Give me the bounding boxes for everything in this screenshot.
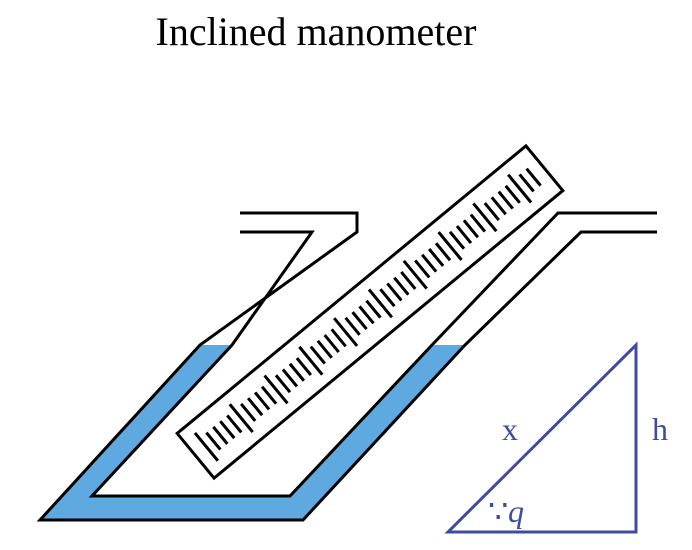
angle-label: q bbox=[508, 493, 524, 529]
scale-minor-tick bbox=[469, 213, 487, 233]
angle-triangle bbox=[444, 341, 638, 534]
scale-minor-tick bbox=[219, 420, 236, 440]
scale-minor-tick bbox=[309, 345, 326, 365]
scale-minor-tick bbox=[490, 196, 507, 216]
scale-minor-tick bbox=[226, 414, 243, 434]
scale-minor-tick bbox=[379, 288, 396, 308]
scale-major-tick bbox=[333, 317, 359, 347]
scale-minor-tick bbox=[525, 167, 542, 187]
inclined-scale bbox=[175, 143, 565, 481]
scale-major-tick bbox=[472, 202, 498, 233]
scale-major-tick bbox=[507, 173, 533, 204]
scale-minor-tick bbox=[400, 270, 417, 290]
scale-minor-tick bbox=[421, 253, 438, 273]
scale-minor-tick bbox=[212, 425, 229, 445]
scale-major-tick bbox=[228, 403, 254, 433]
scale-minor-tick bbox=[518, 173, 535, 193]
scale-major-tick bbox=[437, 231, 463, 261]
height-label: h bbox=[652, 411, 668, 447]
scale-minor-tick bbox=[274, 374, 292, 394]
scale-minor-tick bbox=[483, 202, 500, 222]
manometer-fluid bbox=[40, 345, 465, 520]
scale-minor-tick bbox=[281, 368, 299, 388]
tube-outer-wall bbox=[36, 211, 657, 522]
scale-minor-tick bbox=[323, 334, 340, 354]
scale-minor-tick bbox=[414, 259, 431, 279]
diagram-title: Inclined manometer bbox=[155, 9, 477, 54]
hypotenuse-label: x bbox=[502, 411, 518, 447]
scale-minor-tick bbox=[351, 311, 368, 331]
scale-major-tick bbox=[193, 432, 220, 462]
scale-minor-tick bbox=[434, 242, 452, 262]
scale-minor-tick bbox=[358, 305, 375, 325]
scale-minor-tick bbox=[365, 299, 382, 319]
scale-major-tick bbox=[298, 345, 324, 376]
scale-minor-tick bbox=[462, 219, 480, 239]
tube-inner-wall bbox=[88, 211, 657, 498]
scale-minor-tick bbox=[427, 248, 445, 267]
scale-minor-tick bbox=[288, 362, 306, 382]
scale-minor-tick bbox=[246, 397, 264, 417]
scale-minor-tick bbox=[386, 282, 403, 302]
scale-major-tick bbox=[402, 259, 428, 290]
angle-marker: ∵ bbox=[488, 493, 508, 529]
scale-minor-tick bbox=[295, 357, 313, 376]
scale-minor-tick bbox=[205, 431, 222, 451]
scale-minor-tick bbox=[260, 385, 278, 405]
scale-minor-tick bbox=[344, 316, 361, 336]
scale-ticks bbox=[193, 167, 542, 462]
scale-minor-tick bbox=[455, 225, 473, 244]
scale-minor-tick bbox=[240, 402, 257, 422]
scale-minor-tick bbox=[330, 328, 347, 348]
scale-minor-tick bbox=[504, 184, 521, 204]
scale-major-tick bbox=[367, 288, 394, 319]
scale-minor-tick bbox=[316, 339, 333, 359]
scale-minor-tick bbox=[253, 391, 271, 411]
scale-frame bbox=[175, 143, 565, 481]
scale-minor-tick bbox=[393, 276, 410, 296]
scale-minor-tick bbox=[497, 190, 514, 210]
scale-minor-tick bbox=[448, 230, 466, 250]
scale-major-tick bbox=[263, 374, 289, 405]
